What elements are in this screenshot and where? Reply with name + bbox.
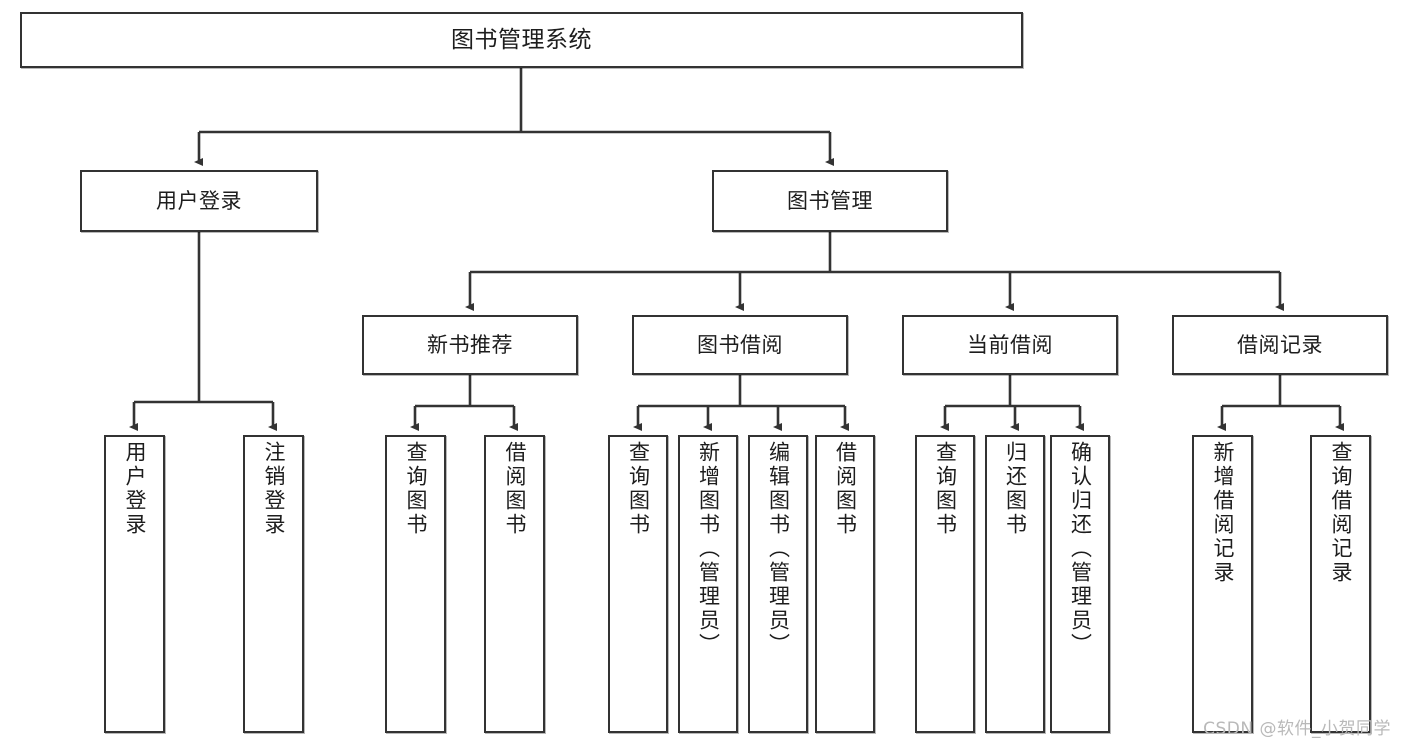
leaf-confirm-return-admin[interactable]: 确认归还（管理员）: [1050, 435, 1110, 733]
leaf-query-book-recommend[interactable]: 查询图书: [385, 435, 446, 733]
leaf-query-book-borrow-label: 查询图书: [626, 441, 651, 537]
node-root[interactable]: 图书管理系统: [20, 12, 1023, 68]
leaf-query-book-recommend-label: 查询图书: [404, 441, 428, 537]
node-book-borrow[interactable]: 图书借阅: [632, 315, 848, 375]
leaf-borrow-book-recommend[interactable]: 借阅图书: [484, 435, 545, 733]
leaf-query-borrow-record-label: 查询借阅记录: [1329, 441, 1353, 585]
leaf-add-borrow-record-label: 新增借阅记录: [1211, 441, 1235, 585]
node-borrow-record[interactable]: 借阅记录: [1172, 315, 1388, 375]
leaf-return-book-label: 归还图书: [1003, 441, 1028, 537]
leaf-query-book-current-label: 查询图书: [933, 441, 958, 537]
leaf-edit-book-admin-label: 编辑图书（管理员）: [766, 441, 791, 657]
node-new-book-recommend[interactable]: 新书推荐: [362, 315, 578, 375]
leaf-return-book[interactable]: 归还图书: [985, 435, 1045, 733]
leaf-confirm-return-admin-label: 确认归还（管理员）: [1068, 441, 1093, 657]
leaf-borrow-book-label: 借阅图书: [833, 441, 858, 537]
leaf-user-login-label: 用户登录: [123, 441, 147, 537]
node-user-login-label: 用户登录: [156, 188, 242, 213]
node-book-borrow-label: 图书借阅: [697, 332, 783, 357]
leaf-logout[interactable]: 注销登录: [243, 435, 304, 733]
leaf-query-borrow-record[interactable]: 查询借阅记录: [1310, 435, 1371, 733]
node-user-login[interactable]: 用户登录: [80, 170, 318, 232]
leaf-borrow-book-recommend-label: 借阅图书: [503, 441, 527, 537]
leaf-borrow-book[interactable]: 借阅图书: [815, 435, 875, 733]
node-root-label: 图书管理系统: [451, 26, 592, 53]
leaf-add-book-admin-label: 新增图书（管理员）: [696, 441, 721, 657]
leaf-add-borrow-record[interactable]: 新增借阅记录: [1192, 435, 1253, 733]
node-current-borrow[interactable]: 当前借阅: [902, 315, 1118, 375]
node-new-book-recommend-label: 新书推荐: [427, 332, 513, 357]
node-book-management-label: 图书管理: [787, 188, 873, 213]
csdn-watermark: CSDN @软件_小贺同学: [1203, 719, 1391, 739]
leaf-edit-book-admin[interactable]: 编辑图书（管理员）: [748, 435, 808, 733]
node-book-management[interactable]: 图书管理: [712, 170, 948, 232]
leaf-query-book-current[interactable]: 查询图书: [915, 435, 975, 733]
leaf-user-login[interactable]: 用户登录: [104, 435, 165, 733]
leaf-logout-label: 注销登录: [262, 441, 286, 537]
node-current-borrow-label: 当前借阅: [967, 332, 1053, 357]
node-borrow-record-label: 借阅记录: [1237, 332, 1323, 357]
leaf-query-book-borrow[interactable]: 查询图书: [608, 435, 668, 733]
leaf-add-book-admin[interactable]: 新增图书（管理员）: [678, 435, 738, 733]
